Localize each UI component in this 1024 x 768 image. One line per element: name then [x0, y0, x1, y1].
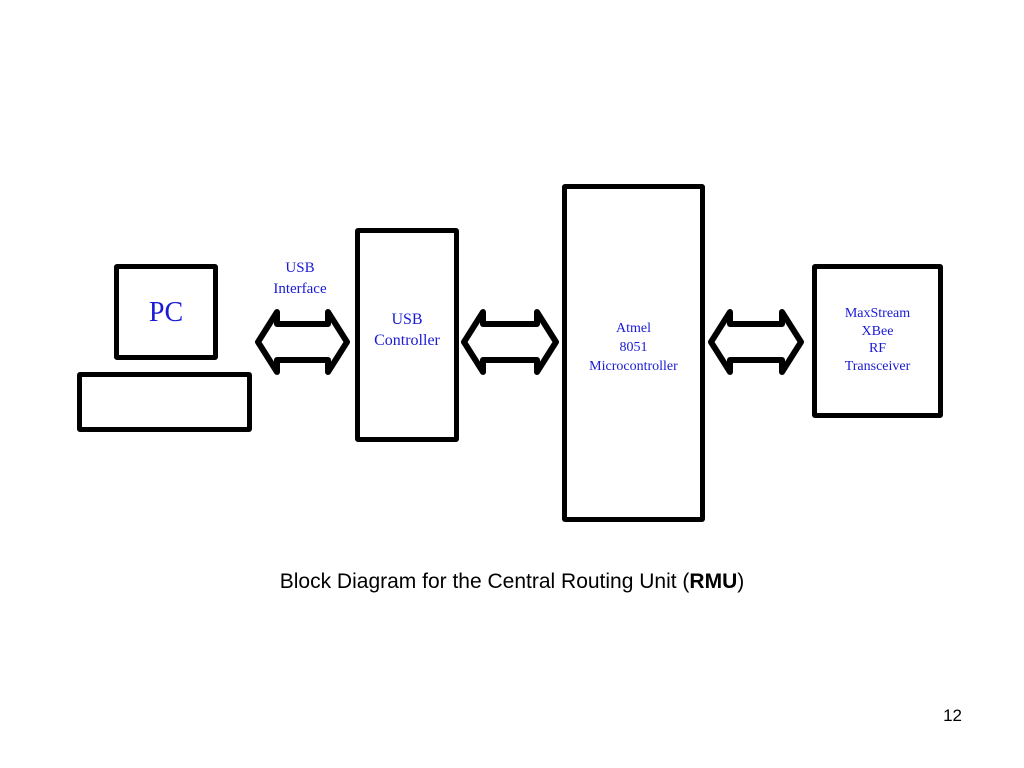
transceiver-label: MaxStream XBee RF Transceiver	[844, 306, 911, 374]
double-arrow-icon	[255, 309, 350, 375]
caption-prefix: Block Diagram for the Central Routing Un…	[279, 570, 690, 593]
pc-label: PC	[148, 297, 184, 328]
usb-controller-label: USB Controller	[374, 311, 440, 349]
double-arrow-icon	[708, 309, 804, 375]
caption-emphasis: RMU	[689, 570, 738, 593]
diagram-caption: Block Diagram for the Central Routing Un…	[0, 570, 1024, 594]
pc-keyboard-block	[77, 372, 252, 432]
usb-controller-block: USB Controller	[355, 228, 459, 442]
transceiver-block: MaxStream XBee RF Transceiver	[812, 264, 943, 418]
double-arrow-icon	[461, 309, 559, 375]
pc-monitor-block: PC	[114, 264, 218, 360]
page-number: 12	[943, 706, 962, 725]
microcontroller-block: Atmel 8051 Microcontroller	[562, 184, 705, 522]
microcontroller-label: Atmel 8051 Microcontroller	[589, 321, 678, 374]
caption-suffix: )	[737, 570, 745, 593]
usb-interface-label: USB Interface	[273, 260, 327, 297]
